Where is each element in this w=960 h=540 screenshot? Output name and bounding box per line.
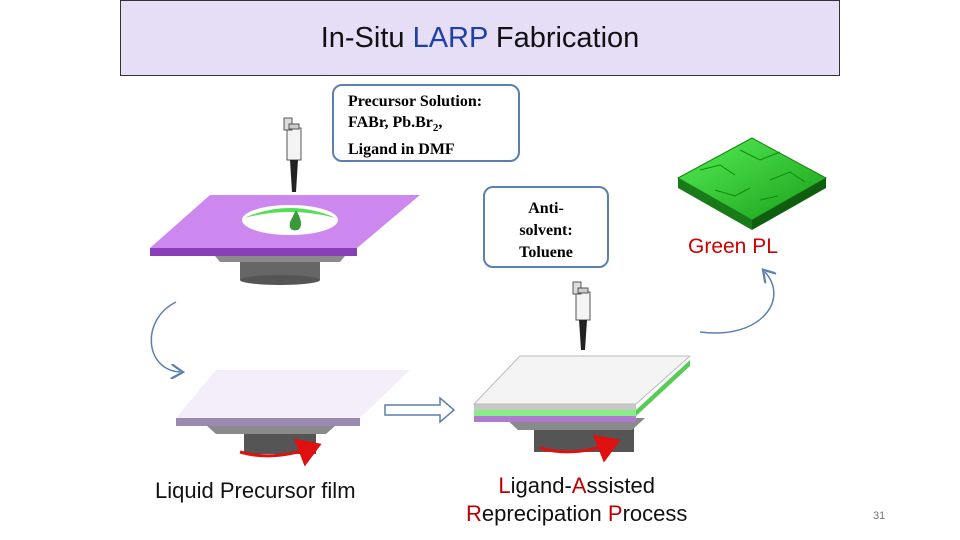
green-pl-label: Green PL <box>688 235 778 258</box>
antisolvent-callout: Anti- solvent: Toluene <box>483 186 609 268</box>
spin-coater-with-antisolvent <box>472 355 692 463</box>
precursor-line2: FABr, Pb.Br2, <box>348 114 443 135</box>
page-number: 31 <box>873 510 886 522</box>
curved-arrow-down <box>150 301 180 372</box>
pipette-icon <box>283 117 302 192</box>
precursor-callout: Precursor Solution: FABr, Pb.Br2, Ligand… <box>332 84 520 162</box>
process-arrow <box>384 396 456 424</box>
liquid-precursor-label: Liquid Precursor film <box>155 478 356 503</box>
title-banner: In-Situ LARP Fabrication <box>120 0 840 76</box>
precursor-line3: Ligand in DMF <box>348 141 455 159</box>
green-perovskite-film-image <box>676 137 828 230</box>
curved-arrow-up <box>699 272 774 334</box>
page-title: In-Situ LARP Fabrication <box>320 21 640 54</box>
spin-coater-with-film <box>176 370 410 467</box>
spin-coater-with-droplet <box>150 195 420 285</box>
precursor-line1: Precursor Solution: <box>348 93 483 110</box>
larp-process-label: Ligand-Assisted Reprecipation Process <box>466 473 688 526</box>
